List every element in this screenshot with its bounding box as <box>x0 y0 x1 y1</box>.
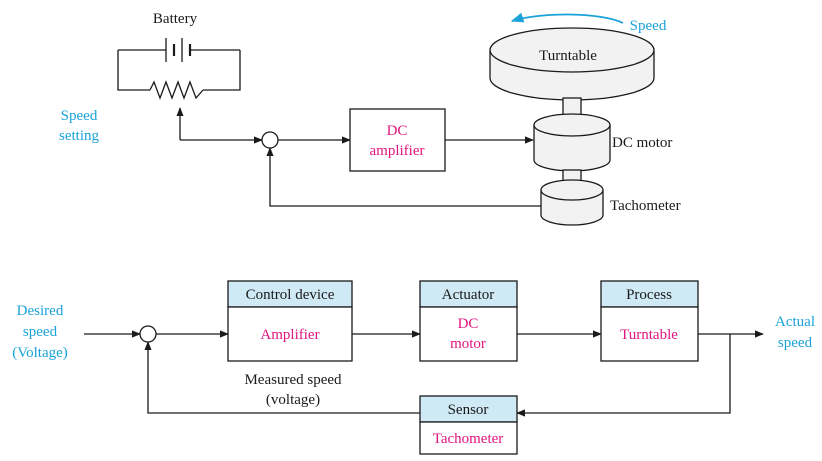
physical-system: Battery Speed setting DC amplifier <box>59 11 681 226</box>
desired-speed-label-1: Desired <box>17 303 64 319</box>
dc-amplifier-label-2: amplifier <box>370 143 425 159</box>
tachometer-feedback-wire <box>266 147 541 207</box>
battery-wires <box>117 49 241 91</box>
battery-label: Battery <box>153 11 198 27</box>
amplifier-label: Amplifier <box>260 327 319 343</box>
battery-circuit: Battery <box>117 11 241 140</box>
desired-speed-label-2: speed <box>23 324 58 340</box>
measured-speed-label-1: Measured speed <box>244 372 342 388</box>
dc-motor-block-label-1: DC <box>458 316 479 332</box>
tachometer <box>540 179 604 226</box>
dc-amplifier-box <box>349 108 446 172</box>
dc-motor-block-label-2: motor <box>450 336 486 352</box>
measured-speed-label-2: (voltage) <box>266 392 320 408</box>
dc-amplifier-label-1: DC <box>387 123 408 139</box>
sensor-feedback-arrow <box>144 341 420 414</box>
tachometer-label: Tachometer <box>610 198 681 214</box>
speed-setting-label-1: Speed <box>61 108 98 124</box>
process-block: Process Turntable <box>600 280 699 362</box>
potentiometer-resistor <box>149 80 204 100</box>
control-device-block: Control device Amplifier <box>227 280 353 362</box>
block-diagram: Desired speed (Voltage) Control device A… <box>12 280 815 455</box>
dc-motor-label: DC motor <box>612 135 672 151</box>
desired-speed-label-3: (Voltage) <box>12 345 68 361</box>
speed-label: Speed <box>630 18 667 34</box>
sensor-header: Sensor <box>448 402 489 418</box>
actual-speed-label-1: Actual <box>775 314 815 330</box>
turntable-label: Turntable <box>539 48 597 64</box>
actuator-header: Actuator <box>442 287 494 303</box>
process-header: Process <box>626 287 672 303</box>
actuator-block: Actuator DC motor <box>419 280 518 362</box>
dc-motor <box>533 113 611 172</box>
summing-junction-top <box>261 131 279 149</box>
actual-speed-label-2: speed <box>778 335 813 351</box>
speed-setting-label-2: setting <box>59 128 99 144</box>
control-device-header: Control device <box>246 287 335 303</box>
output-to-sensor-wire <box>516 334 731 417</box>
tachometer-block-label: Tachometer <box>433 431 504 447</box>
turntable-block-label: Turntable <box>620 327 678 343</box>
summing-junction-bottom <box>139 325 157 343</box>
turntable <box>489 27 655 101</box>
sensor-block: Sensor Tachometer <box>419 395 518 455</box>
rotation-arrow <box>510 12 624 24</box>
